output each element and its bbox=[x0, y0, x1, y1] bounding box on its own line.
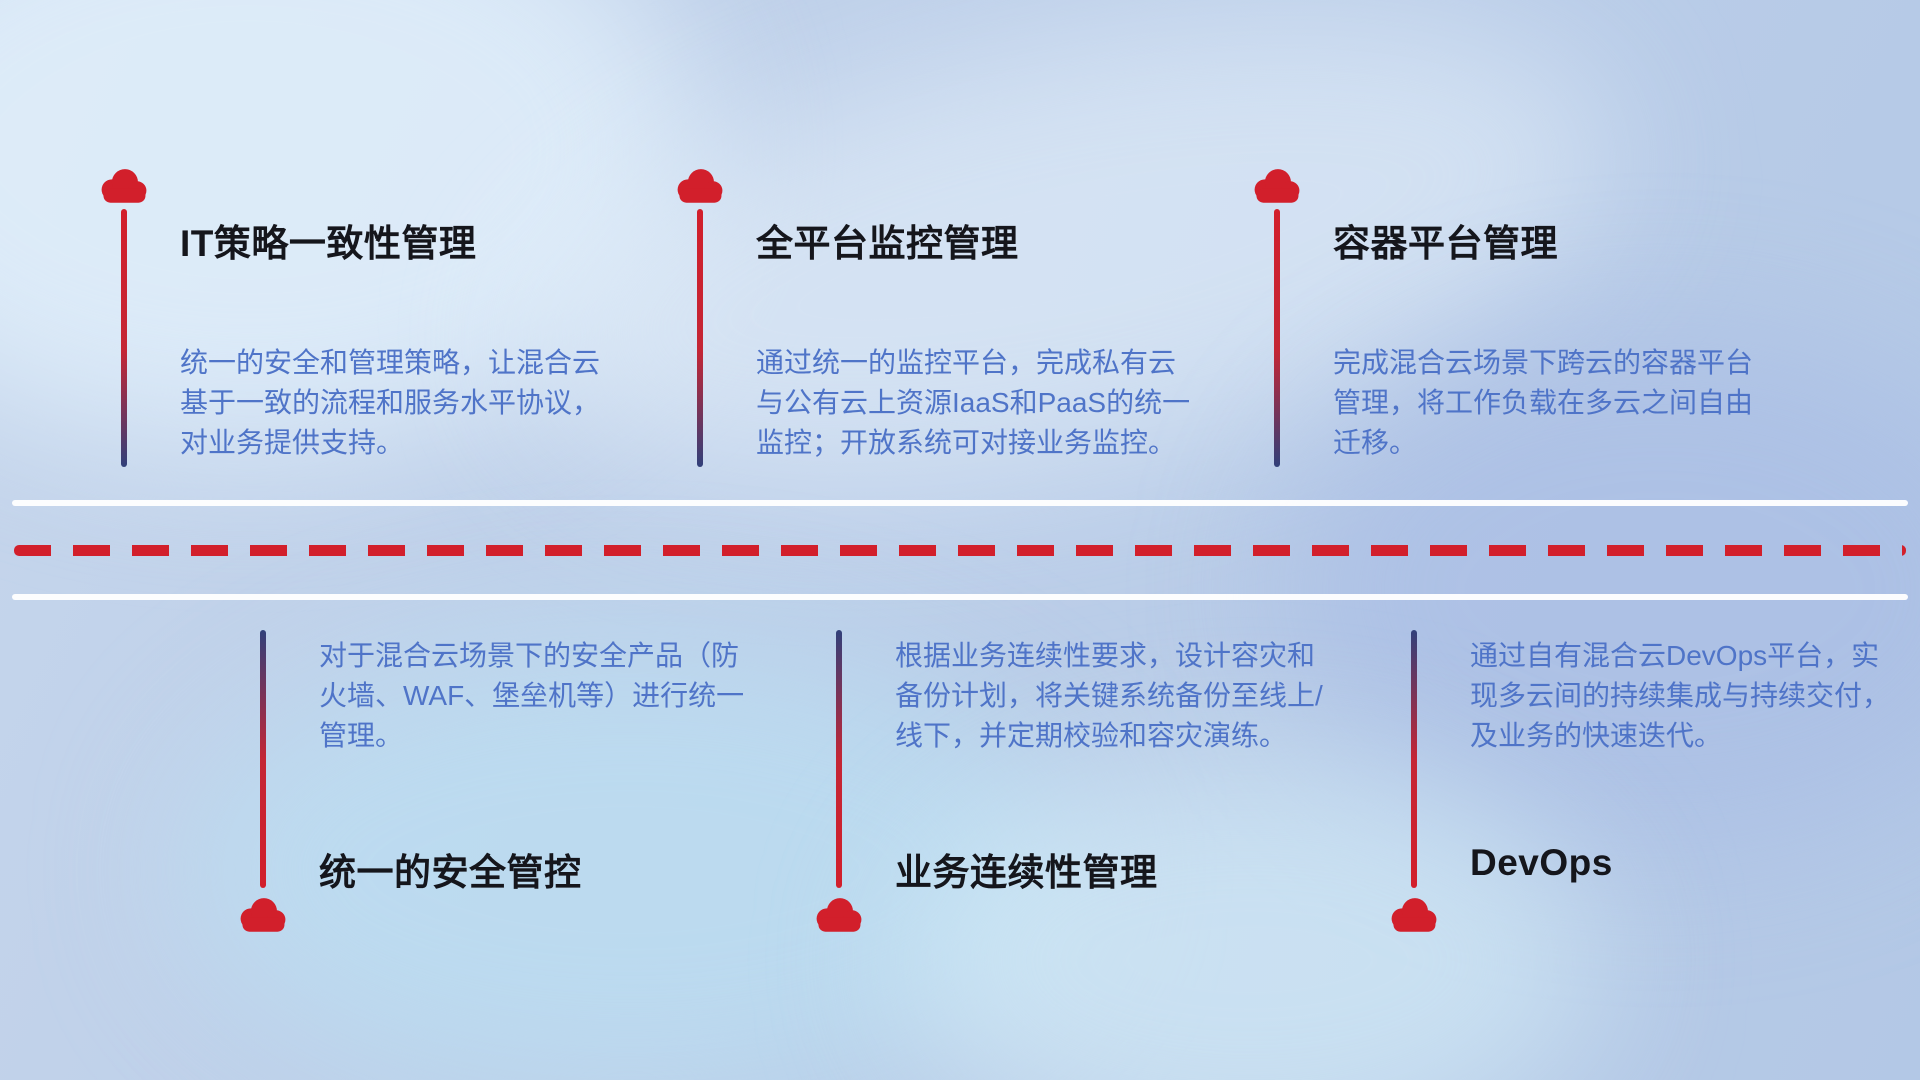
cloud-icon bbox=[1249, 165, 1305, 205]
cloud-icon bbox=[235, 894, 291, 934]
connector-line bbox=[260, 630, 266, 888]
connector-line bbox=[121, 209, 127, 467]
item-title: 容器平台管理 bbox=[1333, 223, 1558, 264]
cloud-icon bbox=[96, 165, 152, 205]
connector-line bbox=[1274, 209, 1280, 467]
item-description: 通过统一的监控平台，完成私有云与公有云上资源IaaS和PaaS的统一监控；开放系… bbox=[756, 347, 1191, 459]
item-description: 统一的安全和管理策略，让混合云基于一致的流程和服务水平协议，对业务提供支持。 bbox=[180, 347, 601, 459]
cloud-icon bbox=[811, 894, 867, 934]
item-description: 通过自有混合云DevOps平台，实现多云间的持续集成与持续交付，及业务的快速迭代… bbox=[1470, 640, 1891, 752]
cloud-icon bbox=[672, 165, 728, 205]
item-title: IT策略一致性管理 bbox=[180, 223, 477, 264]
dashed-timeline-axis bbox=[14, 545, 1906, 556]
cloud-icon bbox=[1386, 894, 1442, 934]
item-title: 统一的安全管控 bbox=[319, 852, 582, 893]
connector-line bbox=[697, 209, 703, 467]
background-blob bbox=[488, 0, 1652, 570]
item-description: 完成混合云场景下跨云的容器平台管理，将工作负载在多云之间自由迁移。 bbox=[1333, 347, 1754, 459]
divider-line-lower bbox=[12, 594, 1908, 600]
connector-line bbox=[1411, 630, 1417, 888]
background-blob bbox=[900, 760, 1600, 1080]
divider-line-upper bbox=[12, 500, 1908, 506]
item-title: 全平台监控管理 bbox=[756, 223, 1019, 264]
connector-line bbox=[836, 630, 842, 888]
item-title: DevOps bbox=[1470, 842, 1613, 883]
item-description: 对于混合云场景下的安全产品（防火墙、WAF、堡垒机等）进行统一管理。 bbox=[319, 640, 745, 752]
item-description: 根据业务连续性要求，设计容灾和备份计划，将关键系统备份至线上/线下，并定期校验和… bbox=[895, 640, 1323, 752]
item-title: 业务连续性管理 bbox=[895, 852, 1158, 893]
